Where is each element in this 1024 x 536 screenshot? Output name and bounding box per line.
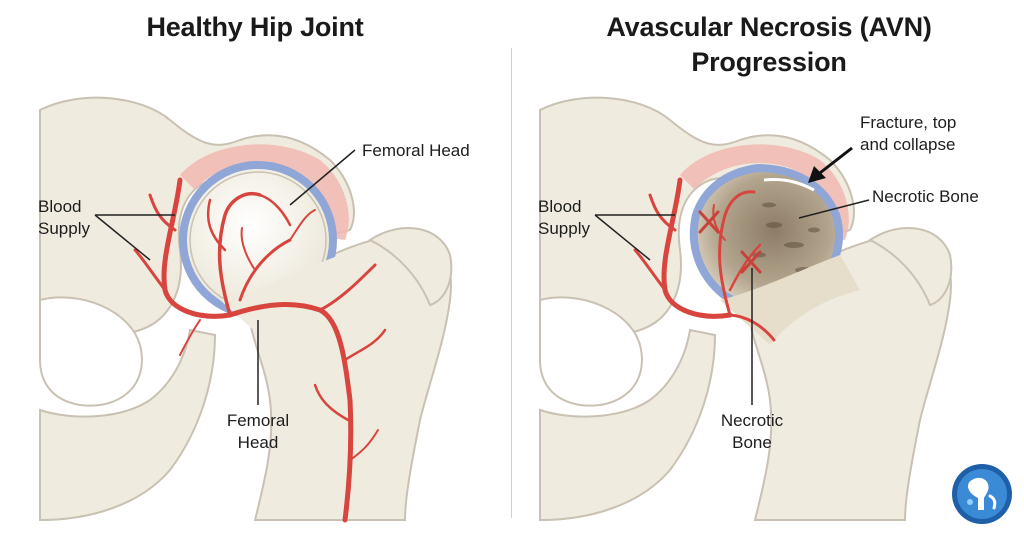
avn-blood-supply-label-line1: Blood — [538, 197, 582, 216]
fracture-label-line2: and collapse — [860, 135, 956, 154]
avn-joint-capsule — [680, 144, 849, 240]
ischium-bone — [39, 328, 217, 522]
avn-panel: Avascular Necrosis (AVN) Progression Fra… — [514, 0, 1024, 536]
femoral-head-top-label: Femoral Head — [362, 141, 470, 160]
healthy-hip-illustration — [39, 96, 453, 523]
brand-logo-icon — [952, 464, 1012, 524]
blood-supply-label-line1: Blood — [38, 197, 82, 216]
avn-ischium-bone — [539, 328, 717, 522]
leader-lines — [94, 149, 356, 405]
obturator-foramen — [39, 296, 143, 407]
healthy-title: Healthy Hip Joint — [146, 12, 364, 42]
necrotic-bone-bottom-label-line2: Bone — [732, 433, 772, 452]
fracture-line — [763, 178, 815, 192]
femoral-head-bottom-label-line2: Head — [237, 433, 279, 452]
avn-leader-lines — [594, 199, 870, 405]
avn-hip-illustration — [539, 96, 953, 522]
blocked-vessel-marks — [698, 210, 762, 274]
femoral-head-bottom-label-line1: Femoral — [226, 411, 290, 430]
joint-capsule — [180, 144, 349, 240]
avn-obturator-foramen — [539, 296, 643, 407]
avn-title-line2: Progression — [691, 47, 847, 77]
avn-blood-supply-label-line2: Supply — [538, 219, 590, 238]
avn-greater-trochanter — [868, 227, 953, 307]
avn-title-line1: Avascular Necrosis (AVN) — [606, 12, 932, 42]
greater-trochanter — [368, 227, 453, 307]
femoral-neck — [220, 255, 360, 345]
fracture-arrow — [808, 146, 853, 183]
necrotic-bone-top-label: Necrotic Bone — [872, 187, 979, 206]
healthy-panel: Healthy Hip Joint Femoral Head Blood Sup… — [0, 0, 510, 536]
blood-supply-label-line2: Supply — [38, 219, 90, 238]
necrotic-bone-bottom-label-line1: Necrotic — [720, 411, 784, 430]
fracture-label-line1: Fracture, top — [860, 113, 957, 132]
panel-divider — [511, 48, 512, 518]
